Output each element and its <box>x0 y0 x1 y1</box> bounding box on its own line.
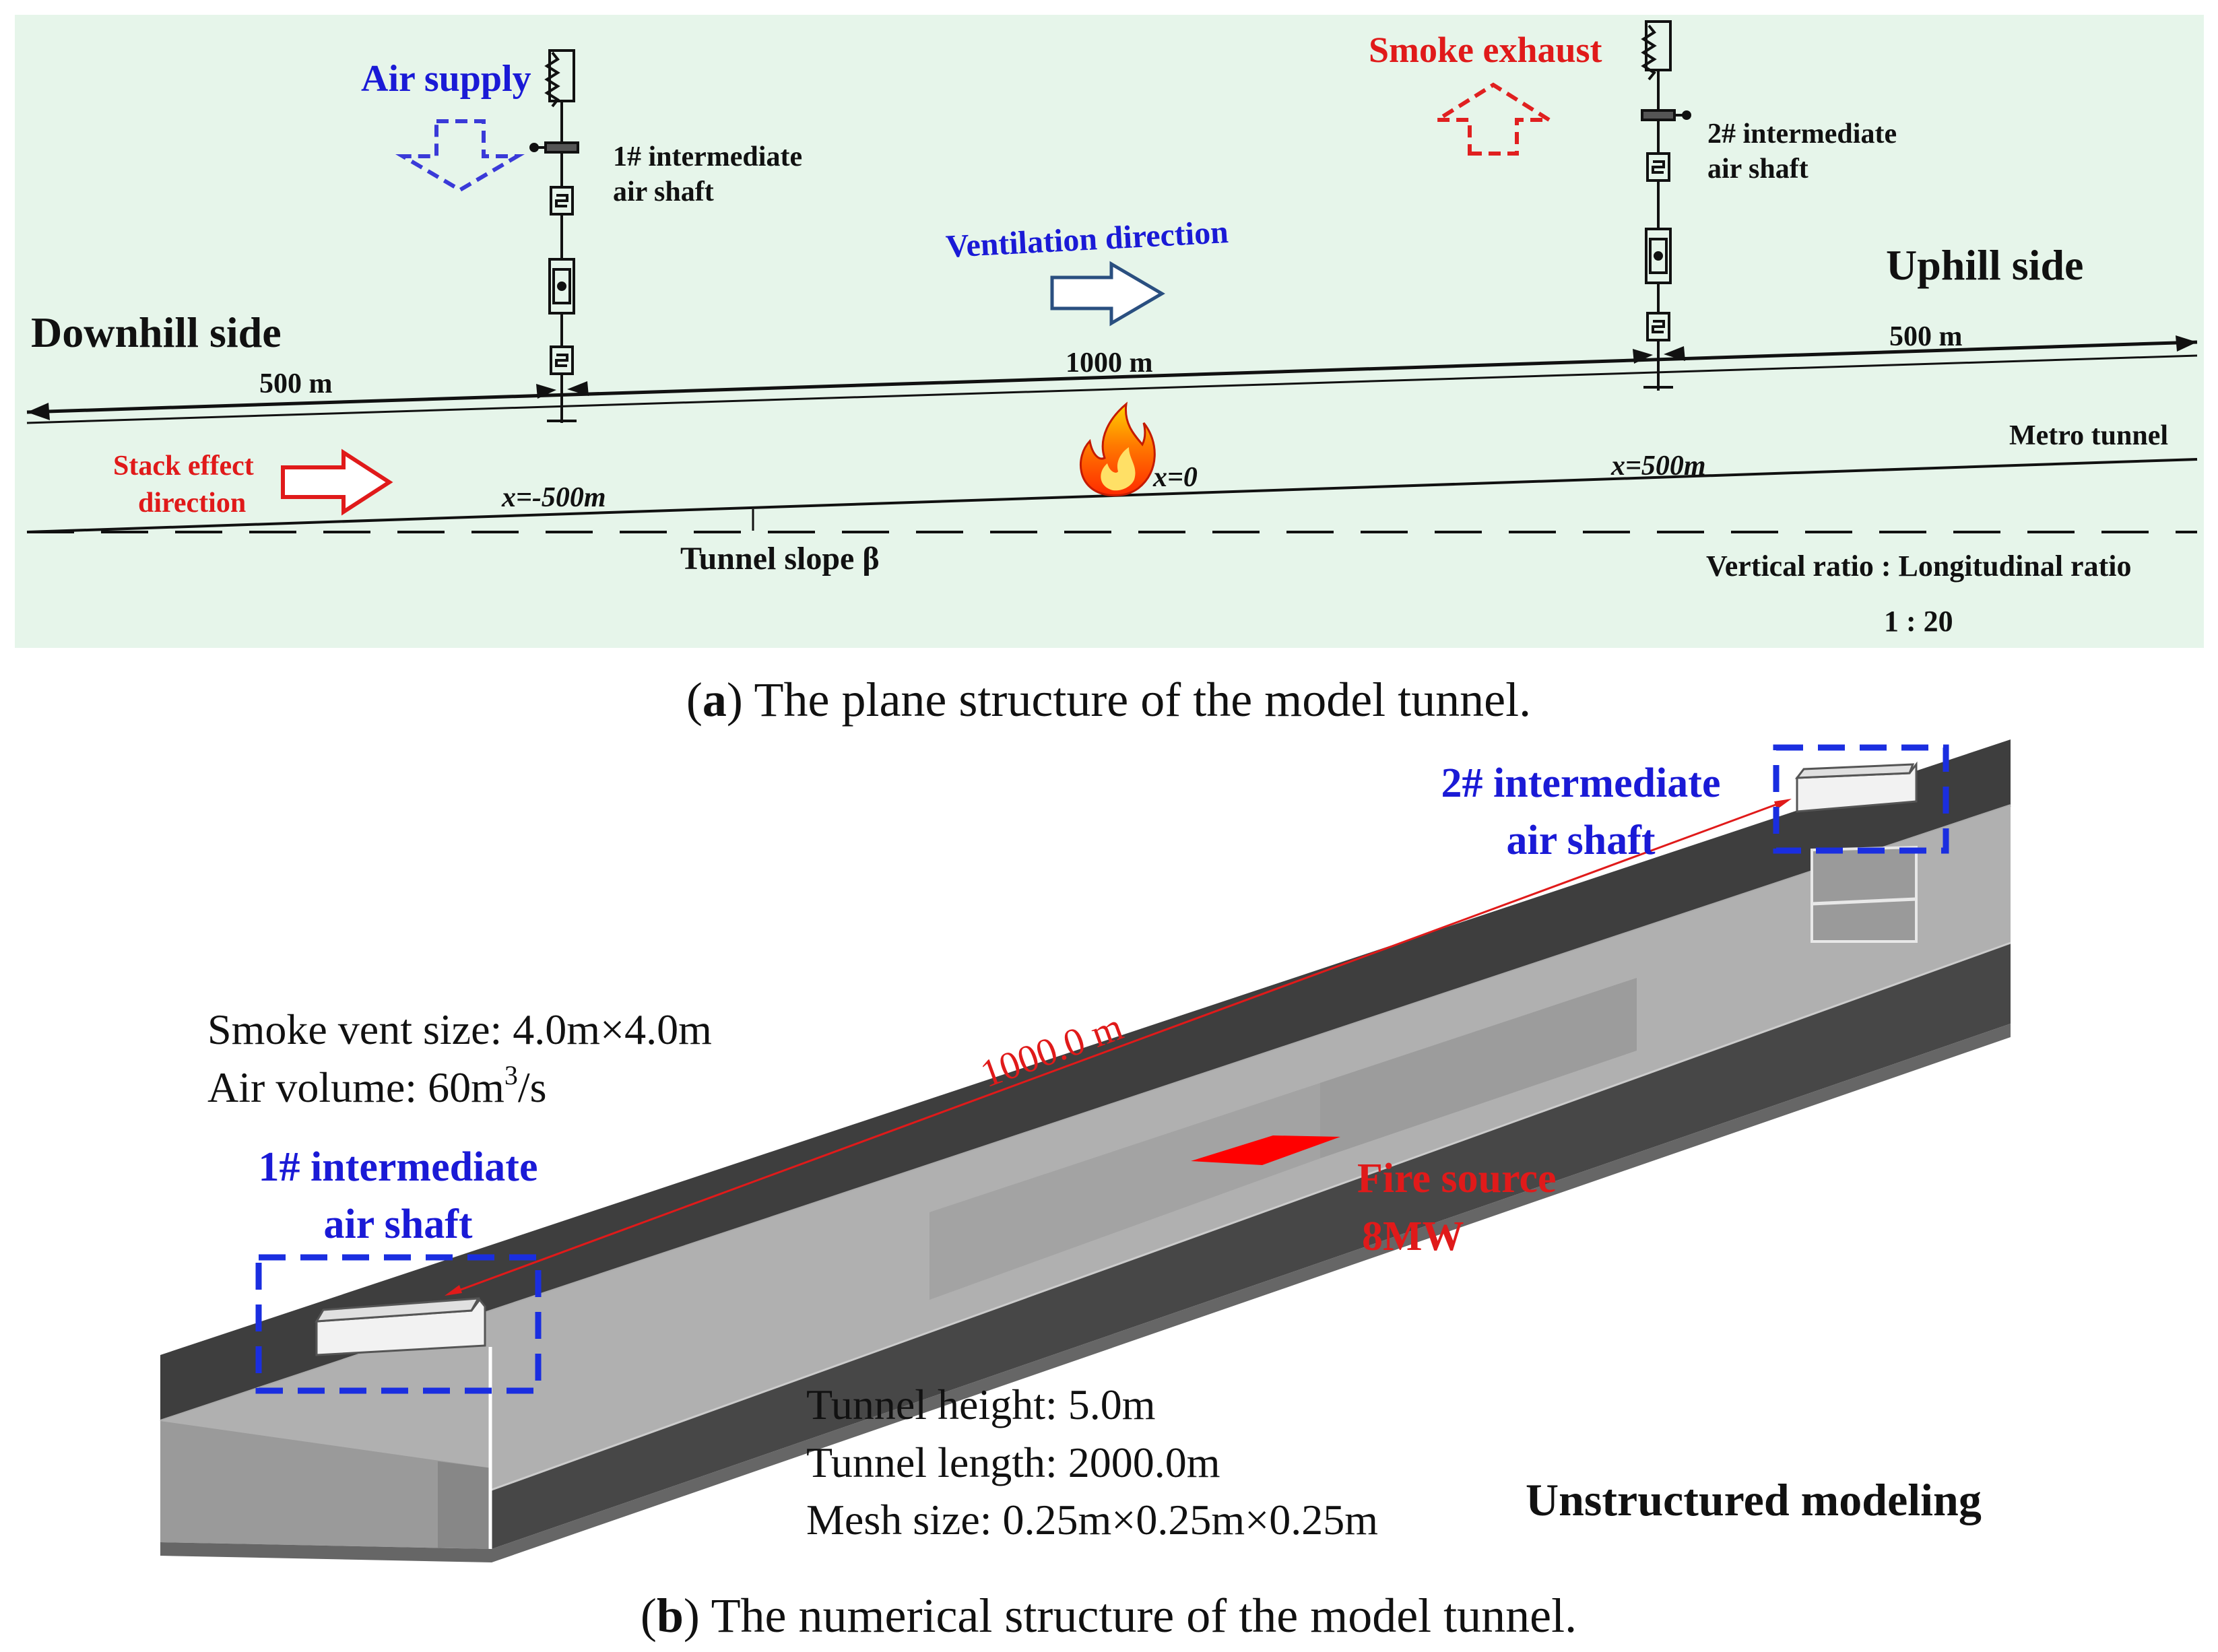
fire-source-label-line1: Fire source <box>1357 1156 1557 1201</box>
tunnel-model <box>160 739 2011 1562</box>
shaft2-dim-right-arrow <box>1633 349 1653 364</box>
left-arrowhead <box>27 403 50 420</box>
x-zero-label: x=0 <box>1152 462 1198 493</box>
air-volume-label: Air volume: 60m3/s <box>207 1060 547 1111</box>
stack-effect-arrow <box>281 449 393 516</box>
dimension-line <box>26 340 2198 414</box>
tunnel-floor <box>492 943 2011 1549</box>
mesh-size-label: Mesh size: 0.25m×0.25m×0.25m <box>806 1496 1378 1544</box>
shaft2-highlight-box <box>1773 744 1949 854</box>
fire-source-patch <box>1191 1135 1340 1165</box>
shaft2-diagram <box>1641 20 1691 391</box>
ratio-label-line1: Vertical ratio : Longitudinal ratio <box>1706 550 2131 583</box>
smoke-exhaust-label: Smoke exhaust <box>1369 30 1602 70</box>
caption-a-letter: a <box>703 673 727 727</box>
fire-source-label-line2: 8MW <box>1362 1214 1464 1259</box>
air-volume-superscript: 3 <box>504 1060 518 1090</box>
shaft1-dim-right-arrow <box>536 384 556 399</box>
tunnel-inner-wall <box>160 805 2011 1490</box>
shaft1-highlight-box <box>255 1254 542 1394</box>
unstructured-modeling-label: Unstructured modeling <box>1526 1474 1982 1525</box>
tunnel-height-label: Tunnel height: 5.0m <box>806 1381 1156 1428</box>
tunnel-length-label: Tunnel length: 2000.0m <box>806 1439 1220 1486</box>
downhill-side-label: Downhill side <box>31 308 282 356</box>
smoke-vent-size-label: Smoke vent size: 4.0m×4.0m <box>207 1005 712 1053</box>
caption-a: (a) The plane structure of the model tun… <box>686 673 1531 727</box>
ventilation-arrow <box>1050 261 1165 327</box>
uphill-side-label: Uphill side <box>1886 241 2083 289</box>
air-supply-label: Air supply <box>361 58 531 100</box>
metro-tunnel-label: Metro tunnel <box>2009 420 2168 451</box>
stack-effect-label-line1: Stack effect <box>113 451 254 482</box>
panel-a: Air supply Smoke exhaust 1# intermediate… <box>15 15 2204 727</box>
shaft1-label-line2: air shaft <box>613 176 714 207</box>
caption-a-text: The plane structure of the model tunnel. <box>743 673 1531 727</box>
distance-mid-label: 1000 m <box>1066 348 1153 378</box>
air-volume-prefix: Air volume: 60m <box>207 1063 504 1111</box>
shaft2-label-line2: air shaft <box>1707 154 1808 185</box>
stack-effect-label-line2: direction <box>138 488 246 519</box>
caption-b: (b) The numerical structure of the model… <box>641 1589 1577 1643</box>
panel-a-background <box>15 15 2204 648</box>
shaft1-label-line1: 1# intermediate <box>613 141 802 172</box>
x-500-label: x=500m <box>1610 451 1706 482</box>
shaft1-diagram <box>529 49 579 423</box>
caption-b-text: The numerical structure of the model tun… <box>700 1589 1577 1643</box>
shaft2-b-label-line1: 2# intermediate <box>1441 760 1721 806</box>
distance-arrow-start <box>445 1285 462 1296</box>
right-arrowhead <box>2176 335 2197 352</box>
shaft1-dim-left-arrow <box>567 381 589 396</box>
air-volume-suffix: /s <box>518 1063 547 1111</box>
x-neg500-label: x=-500m <box>501 482 606 513</box>
distance-right-label: 500 m <box>1889 321 1963 352</box>
shaft2-dim-left-arrow <box>1664 346 1685 361</box>
tunnel-slope-label: Tunnel slope β <box>680 541 880 576</box>
shaft1-b-label-line2: air shaft <box>323 1201 472 1247</box>
smoke-exhaust-arrow <box>1430 82 1557 156</box>
tunnel-roof <box>160 739 2011 1421</box>
shaft2-label-line1: 2# intermediate <box>1707 119 1897 150</box>
shaft1-b-label-line1: 1# intermediate <box>259 1144 538 1190</box>
fire-icon <box>1080 401 1156 497</box>
ratio-label-line2: 1 : 20 <box>1884 605 1953 638</box>
upper-line <box>26 354 2198 424</box>
tunnel-front-section <box>160 1421 492 1549</box>
shaft2-b-label-line2: air shaft <box>1506 818 1655 863</box>
distance-line <box>447 799 1789 1296</box>
panel-b: 2# intermediate air shaft 1# intermediat… <box>160 739 2011 1643</box>
distance-left-label: 500 m <box>259 368 333 399</box>
caption-b-letter: b <box>657 1589 684 1643</box>
